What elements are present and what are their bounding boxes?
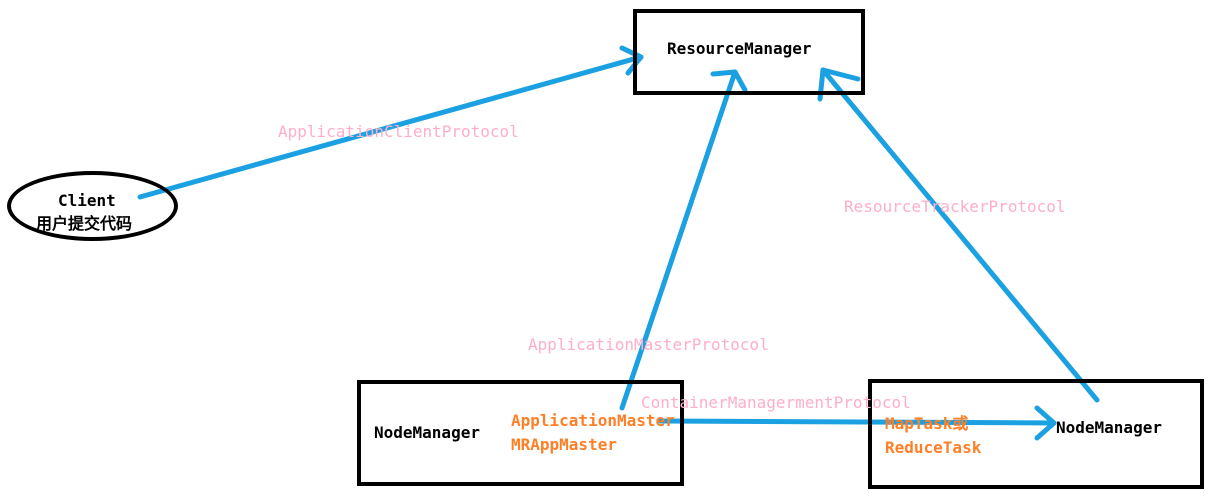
master-protocol-label: ApplicationMasterProtocol: [528, 335, 769, 354]
mr-app-master-label: MRAppMaster: [511, 435, 617, 454]
node-manager-right-label: NodeManager: [1056, 418, 1162, 437]
resource-manager-box: [633, 9, 865, 95]
node-manager-right-box: [868, 379, 1204, 489]
client-ellipse: [7, 171, 178, 241]
application-master-label: ApplicationMaster: [511, 411, 675, 430]
client-to-rm-arrow: [137, 45, 644, 200]
client-description: 用户提交代码: [36, 214, 133, 233]
client-protocol-label: ApplicationClientProtocol: [278, 122, 519, 141]
node-manager-left-label: NodeManager: [374, 423, 480, 442]
appmaster-to-nodemanager-arrow: [657, 405, 1057, 441]
resource-manager-label: ResourceManager: [667, 39, 812, 58]
tracker-protocol-label: ResourceTrackerProtocol: [844, 197, 1066, 216]
appmaster-to-rm-arrow: [619, 69, 748, 411]
container-protocol-label: ContainerManagermentProtocol: [641, 393, 911, 412]
reduce-task-label: ReduceTask: [885, 438, 982, 457]
client-label: Client: [58, 191, 116, 210]
nodemanager-to-rm-arrow: [817, 67, 1100, 403]
node-manager-left-box: [357, 380, 684, 486]
map-task-label: MapTask或: [885, 414, 969, 433]
